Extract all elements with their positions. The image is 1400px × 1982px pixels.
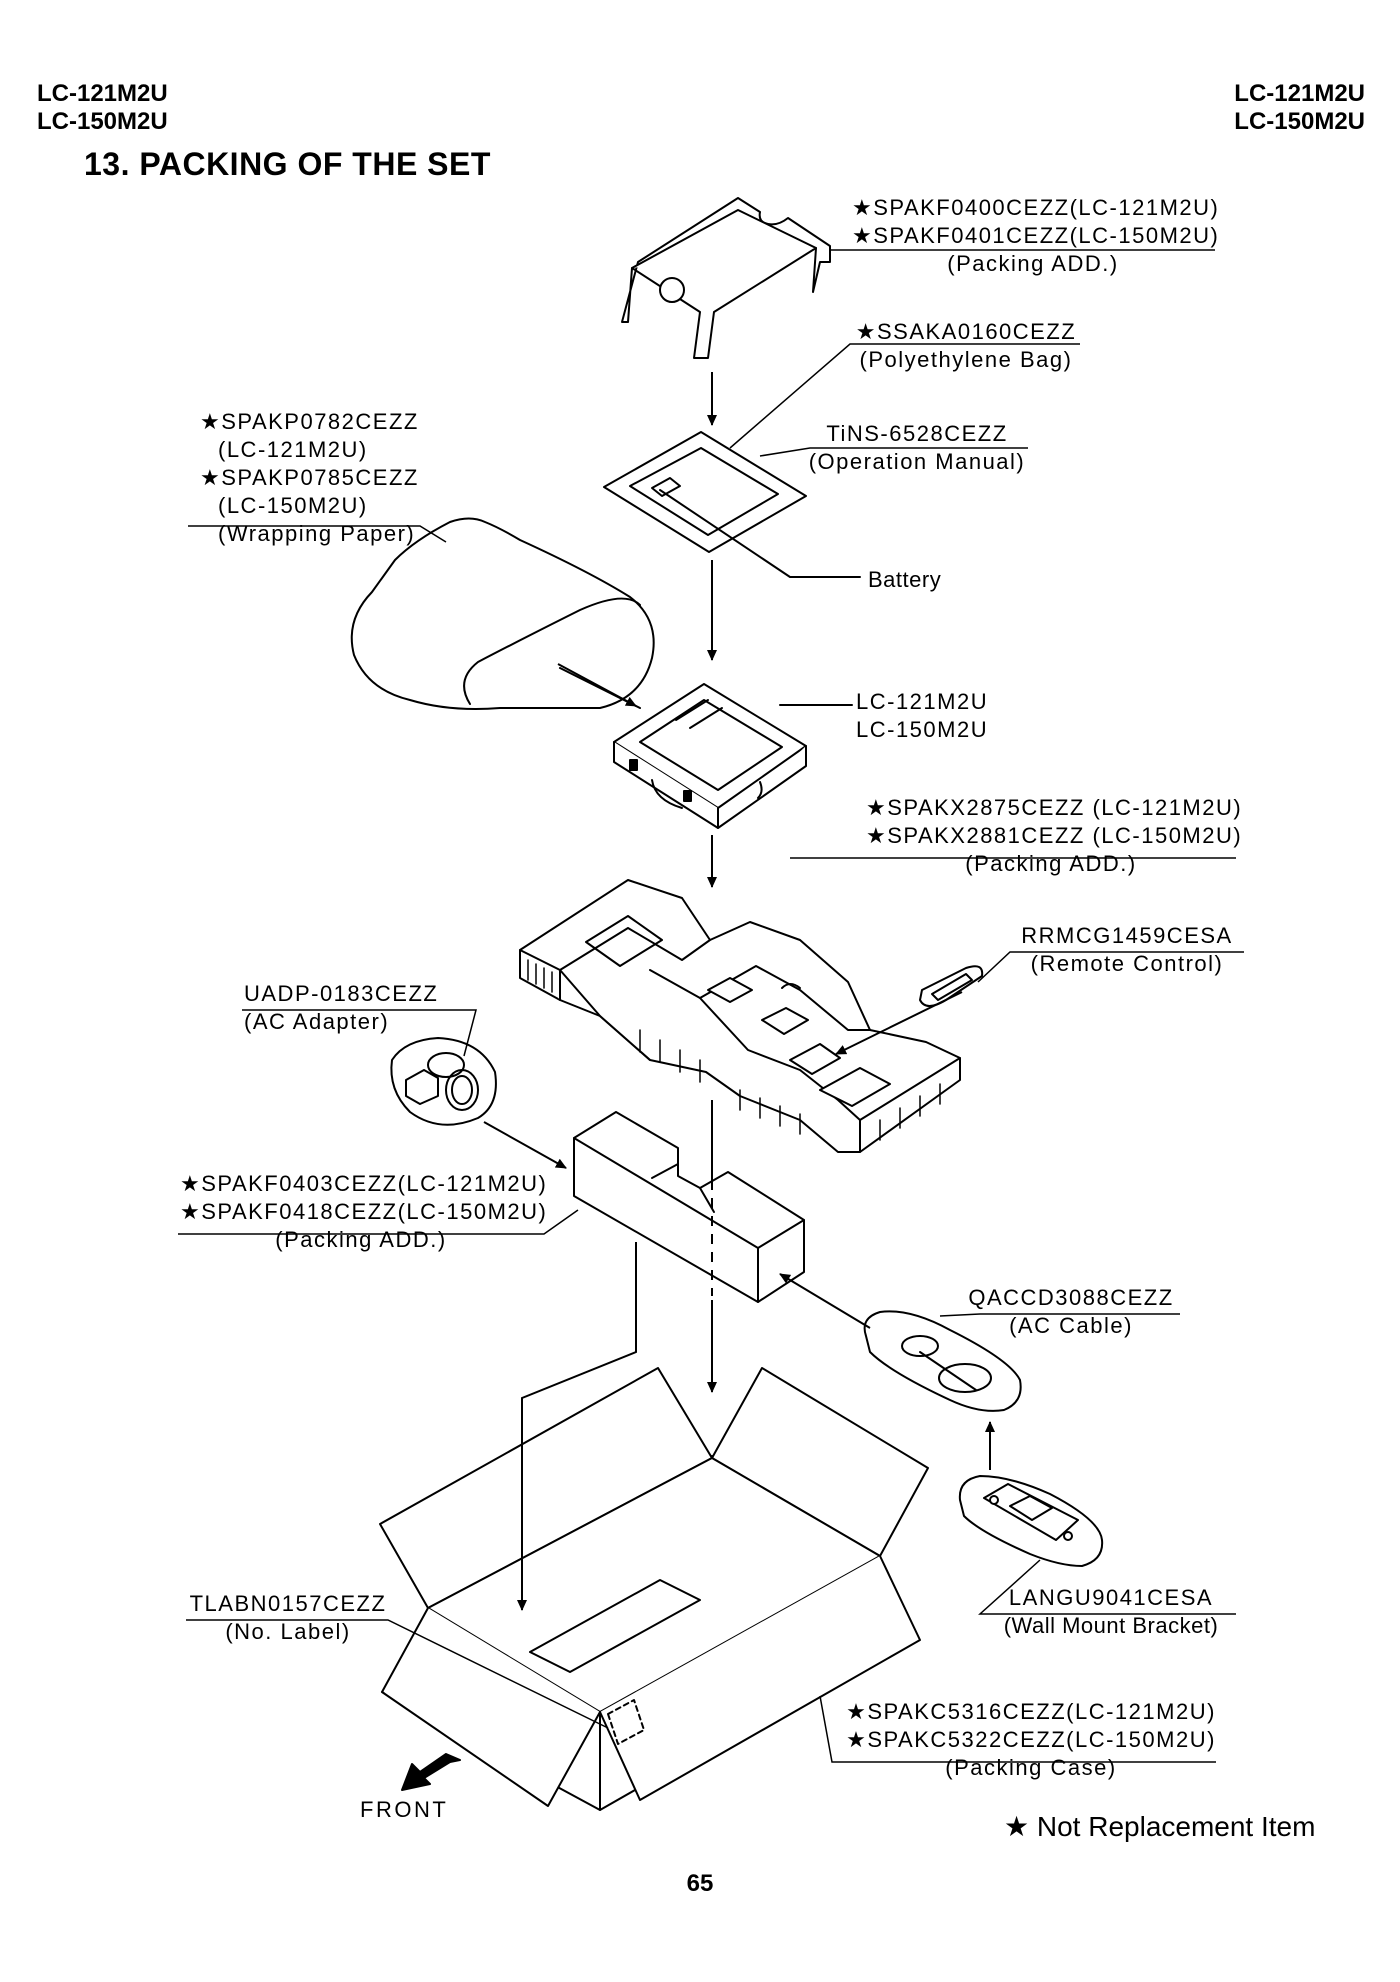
model-note: (LC-150M2U) <box>218 493 368 518</box>
part-number: ★SPAKP0782CEZZ <box>200 409 419 434</box>
assembly-arrow <box>835 992 962 1054</box>
part-description: (Polyethylene Bag) <box>859 347 1073 372</box>
model-header-right: LC-121M2U LC-150M2U <box>1234 80 1365 136</box>
part-description: (Operation Manual) <box>808 449 1026 474</box>
ac-cable <box>865 1311 1021 1411</box>
top-packing-pad <box>622 198 830 358</box>
packing-case <box>380 1368 928 1810</box>
callout-set: LC-121M2U LC-150M2U <box>856 688 988 744</box>
callout-packing-case: ★SPAKC5316CEZZ(LC-121M2U) ★SPAKC5322CEZZ… <box>846 1698 1216 1782</box>
leader-line <box>242 1010 476 1056</box>
part-description: (Remote Control) <box>1030 951 1224 976</box>
side-packing-pad <box>574 1112 804 1302</box>
packing-tray <box>520 880 960 1152</box>
polyethylene-bag <box>604 432 860 577</box>
part-description: (AC Cable) <box>1009 1313 1133 1338</box>
model-name: LC-121M2U <box>856 689 989 714</box>
model-name: LC-150M2U <box>856 717 989 742</box>
part-description: (Packing ADD.) <box>965 851 1137 876</box>
leader-line <box>820 1696 1216 1762</box>
part-description: Battery <box>868 567 942 592</box>
callout-ac-adapter: UADP-0183CEZZ (AC Adapter) <box>244 980 438 1036</box>
leader-line <box>730 344 1080 448</box>
part-description: (Wrapping Paper) <box>218 521 416 546</box>
part-description: (AC Adapter) <box>244 1009 390 1034</box>
part-number: TLABN0157CEZZ <box>189 1591 387 1616</box>
model-name: LC-121M2U <box>37 80 168 107</box>
part-number: ★SPAKX2875CEZZ (LC-121M2U) <box>866 795 1243 820</box>
part-number: ★SPAKC5322CEZZ(LC-150M2U) <box>846 1727 1216 1752</box>
part-number: ★SPAKF0400CEZZ(LC-121M2U) <box>852 195 1220 220</box>
leader-line <box>978 952 1244 982</box>
leader-line <box>760 448 1028 456</box>
callout-no-label: TLABN0157CEZZ (No. Label) <box>188 1590 388 1646</box>
part-number: ★SPAKF0403CEZZ(LC-121M2U) <box>180 1171 548 1196</box>
leader-line <box>940 1314 1180 1316</box>
callout-tray: ★SPAKX2875CEZZ (LC-121M2U) ★SPAKX2881CEZ… <box>866 794 1243 878</box>
part-number: RRMCG1459CESA <box>1021 923 1233 948</box>
assembly-arrow <box>484 1122 567 1168</box>
callout-side-pad: ★SPAKF0403CEZZ(LC-121M2U) ★SPAKF0418CEZZ… <box>180 1170 548 1254</box>
assembly-arrow <box>517 1242 636 1611</box>
leader-line <box>178 1210 578 1234</box>
part-description: (Packing ADD.) <box>947 251 1119 276</box>
part-description: (Wall Mount Bracket) <box>1003 1613 1219 1638</box>
model-note: (LC-121M2U) <box>218 437 368 462</box>
part-number: ★SPAKC5316CEZZ(LC-121M2U) <box>846 1699 1216 1724</box>
remote-control <box>920 966 982 1006</box>
ac-adapter <box>391 1038 496 1125</box>
lcd-set <box>614 684 852 828</box>
part-number: ★SPAKF0418CEZZ(LC-150M2U) <box>180 1199 548 1224</box>
callout-poly-bag: ★SSAKA0160CEZZ (Polyethylene Bag) <box>852 318 1080 374</box>
section-title: 13. PACKING OF THE SET <box>84 146 491 182</box>
part-number: LANGU9041CESA <box>1008 1585 1214 1610</box>
leader-line <box>188 526 446 542</box>
part-description: (Packing ADD.) <box>275 1227 447 1252</box>
model-name: LC-121M2U <box>1234 80 1365 107</box>
callout-remote-control: RRMCG1459CESA (Remote Control) <box>1010 922 1244 978</box>
part-number: ★SPAKX2881CEZZ (LC-150M2U) <box>866 823 1243 848</box>
page-number: 65 <box>686 1870 714 1897</box>
part-number: UADP-0183CEZZ <box>244 981 439 1006</box>
leader-line <box>186 1620 608 1728</box>
front-arrow <box>402 1754 460 1790</box>
callout-operation-manual: TiNS-6528CEZZ (Operation Manual) <box>806 420 1028 476</box>
callout-wall-mount-bracket: LANGU9041CESA (Wall Mount Bracket) <box>988 1584 1234 1640</box>
callout-wrapping-paper: ★SPAKP0782CEZZ (LC-121M2U) ★SPAKP0785CEZ… <box>200 408 419 548</box>
part-number: QACCD3088CEZZ <box>968 1285 1174 1310</box>
callout-battery: Battery <box>868 566 941 594</box>
model-name: LC-150M2U <box>1234 108 1365 135</box>
part-description: (Packing Case) <box>945 1755 1117 1780</box>
part-description: (No. Label) <box>225 1619 351 1644</box>
callout-ac-cable: QACCD3088CEZZ (AC Cable) <box>962 1284 1180 1340</box>
leader-line <box>980 1560 1236 1614</box>
callout-top-pad: ★SPAKF0400CEZZ(LC-121M2U) ★SPAKF0401CEZZ… <box>852 194 1220 278</box>
model-name: LC-150M2U <box>37 108 168 135</box>
wall-mount-bracket <box>960 1476 1102 1566</box>
assembly-arrow <box>779 1274 870 1328</box>
part-number: ★SPAKF0401CEZZ(LC-150M2U) <box>852 223 1220 248</box>
legend-not-replacement: ★ Not Replacement Item <box>1004 1811 1316 1842</box>
part-number: TiNS-6528CEZZ <box>826 421 1008 446</box>
front-label: FRONT <box>360 1797 449 1822</box>
part-number: ★SSAKA0160CEZZ <box>855 319 1077 344</box>
part-number: ★SPAKP0785CEZZ <box>200 465 419 490</box>
assembly-arrow <box>558 664 637 706</box>
model-header-left: LC-121M2U LC-150M2U <box>37 80 168 136</box>
